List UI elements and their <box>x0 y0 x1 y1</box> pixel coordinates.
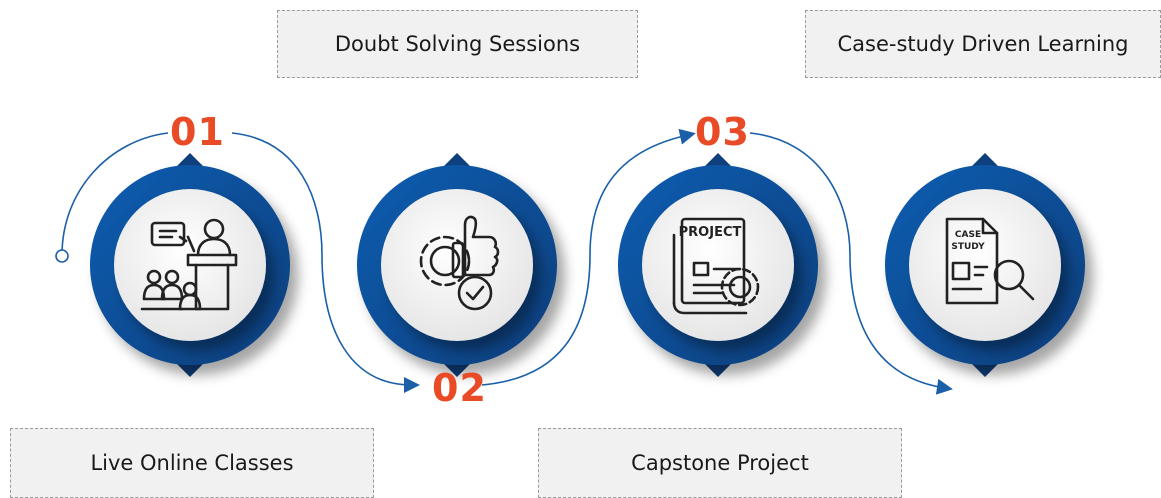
case-icon-text: CASE <box>955 230 981 240</box>
study-icon-text: STUDY <box>951 242 985 252</box>
label-doubt-solving-sessions: Doubt Solving Sessions <box>277 10 638 78</box>
start-dot <box>55 249 69 263</box>
label-capstone-project: Capstone Project <box>538 428 902 498</box>
lecture-podium-icon <box>140 218 238 311</box>
project-icon-text: PROJECT <box>679 225 742 240</box>
connector-lines <box>55 128 953 395</box>
gear-thumbs-up-check-icon <box>419 215 500 311</box>
label-live-online-classes: Live Online Classes <box>10 428 374 498</box>
case-study-magnifier-icon <box>945 217 1035 305</box>
step-circle-3 <box>618 153 818 377</box>
project-document-gear-icon <box>672 217 760 315</box>
connector-start-to-01 <box>61 132 169 256</box>
connector-02-to-03 <box>481 128 696 386</box>
step-number-02: 02 <box>432 366 487 410</box>
connector-01-to-02 <box>231 132 420 393</box>
label-case-study-driven-learning: Case-study Driven Learning <box>805 10 1161 78</box>
step-circle-2 <box>357 153 557 377</box>
connector-03-to-end <box>749 132 953 395</box>
step-number-03: 03 <box>695 110 750 154</box>
step-number-01: 01 <box>170 110 225 154</box>
step-circle-4 <box>885 153 1085 377</box>
